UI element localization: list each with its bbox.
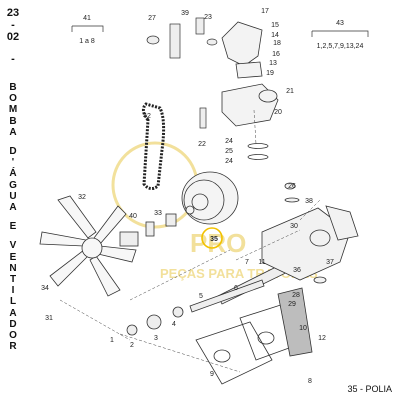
drive-belt [141,102,166,191]
callout-21: 21 [286,88,294,95]
section-dash: - [11,53,15,65]
section-code-sep: - [11,19,15,31]
top-small-parts [146,17,218,129]
callout-33: 33 [154,210,162,217]
group-41-number: 41 [83,15,91,22]
title-letter: O [9,330,17,341]
callout-27: 27 [148,15,156,22]
callout-30: 30 [290,223,298,230]
callout-36: 36 [293,267,301,274]
callout-10: 10 [299,325,307,332]
section-code-bottom: 02 [6,31,20,43]
callout-4: 4 [172,321,176,328]
callout-5: 5 [199,293,203,300]
watermark-brand: PRO [190,228,246,258]
callout-16: 16 [272,51,280,58]
thermostat-housing [221,21,279,160]
callout-39: 39 [181,10,189,17]
callout-40: 40 [129,213,137,220]
title-letter: A [9,126,17,138]
callout-35: 35 [210,236,218,243]
callout-13: 13 [269,60,277,67]
callout-6: 6 [234,285,238,292]
title-letter: L [9,296,17,308]
callout-31: 31 [45,315,53,322]
callout-42: 42 [143,113,151,120]
callout-11: 11 [258,259,265,266]
title-letter: A [9,202,17,213]
title-letter: Á [9,168,17,180]
group-41-range: 1 a 8 [79,38,95,45]
gasket-plates [195,287,313,385]
title-letter: E [9,221,17,233]
title-letter: N [9,262,17,274]
callout-22: 22 [198,141,206,148]
group-43-list: 1,2,5,7,9,13,24 [317,43,364,50]
callout-8: 8 [308,378,312,385]
callout-29: 29 [288,301,296,308]
title-letter: B [9,82,17,93]
pulley [181,171,239,225]
title-letter: G [9,179,17,191]
callout-23: 23 [204,14,212,21]
callout-24: 24 [225,138,233,145]
callout-24: 24 [225,158,233,165]
title-letter: M [8,104,18,116]
title-letter: D [9,146,17,157]
callout-32: 32 [78,194,86,201]
title-letter: O [9,93,17,105]
group-41: 41 1 a 8 [71,15,104,45]
title-letter: R [9,341,17,353]
title-letter: ' [11,157,15,169]
figure-caption: 35 - POLIA [347,384,392,394]
title-letter: U [9,190,17,202]
callout-2: 2 [130,342,134,349]
title-letter: D [9,318,17,330]
callout-38: 38 [305,198,313,205]
callout-19: 19 [266,70,274,77]
title-letter: E [9,251,17,263]
callout-17: 17 [261,8,269,15]
section-code-top: 23 [6,7,20,19]
callout-3: 3 [154,335,158,342]
callout-7: 7 [245,259,249,266]
callout-15: 15 [271,22,279,29]
highlight-ring [201,227,223,249]
callout-28: 28 [292,292,300,299]
fan [39,195,137,297]
title-letter: I [11,285,15,297]
leader-lines [59,109,321,373]
pump-body [261,182,359,284]
callout-34: 34 [41,285,49,292]
callout-14: 14 [271,32,279,39]
title-letter: B [9,115,17,127]
callout-20: 20 [274,109,282,116]
callout-1: 1 [110,337,114,344]
callout-12: 12 [318,335,326,342]
group-43: 43 1,2,5,7,9,13,24 [311,20,369,50]
callout-25: 25 [225,148,233,155]
title-letter: A [9,307,17,319]
title-letter: V [9,240,17,252]
title-letter: T [9,274,17,285]
callout-18: 18 [273,40,281,47]
callout-26: 26 [288,183,296,190]
callout-37: 37 [326,259,334,266]
group-43-number: 43 [336,20,344,27]
callout-9: 9 [210,371,214,378]
